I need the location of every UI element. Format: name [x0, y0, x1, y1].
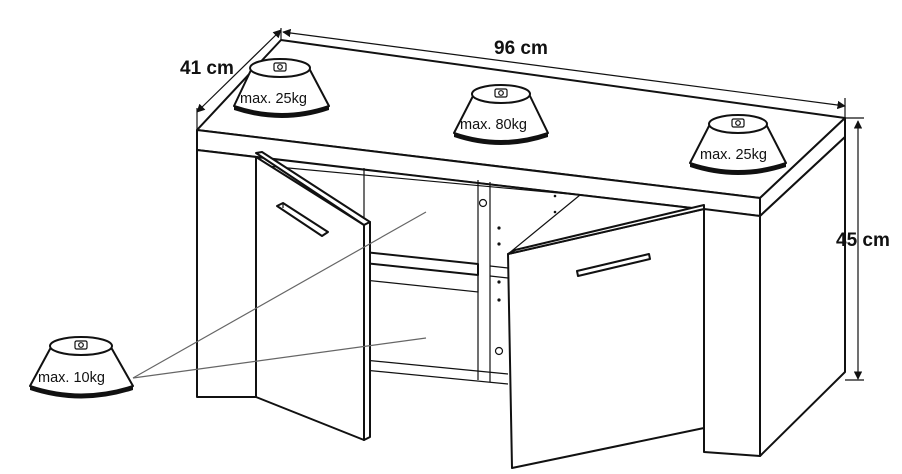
weight-label-top-center: max. 80kg [460, 117, 527, 133]
left-door [255, 151, 371, 441]
width-label: 96 cm [494, 38, 548, 59]
depth-label: 41 cm [180, 58, 234, 79]
height-label: 45 cm [836, 230, 890, 251]
weight-icon-top-center [453, 84, 549, 145]
weight-icon-shelf [29, 336, 134, 399]
cabinet-left-leg [196, 149, 257, 398]
weight-icon-top-right [689, 114, 787, 175]
cabinet-middle-shelf [363, 251, 479, 276]
shelf-leader-lines [132, 211, 427, 379]
dimension-lines [196, 28, 864, 381]
weight-label-shelf: max. 10kg [38, 370, 105, 386]
right-door-handle [576, 253, 651, 277]
cabinet-right-leg [703, 208, 761, 457]
left-door-handle [276, 202, 329, 237]
weight-icon-top-left [233, 58, 330, 118]
weight-label-top-right: max. 25kg [700, 147, 767, 163]
weight-label-top-left: max. 25kg [240, 91, 307, 107]
right-door [507, 204, 705, 469]
